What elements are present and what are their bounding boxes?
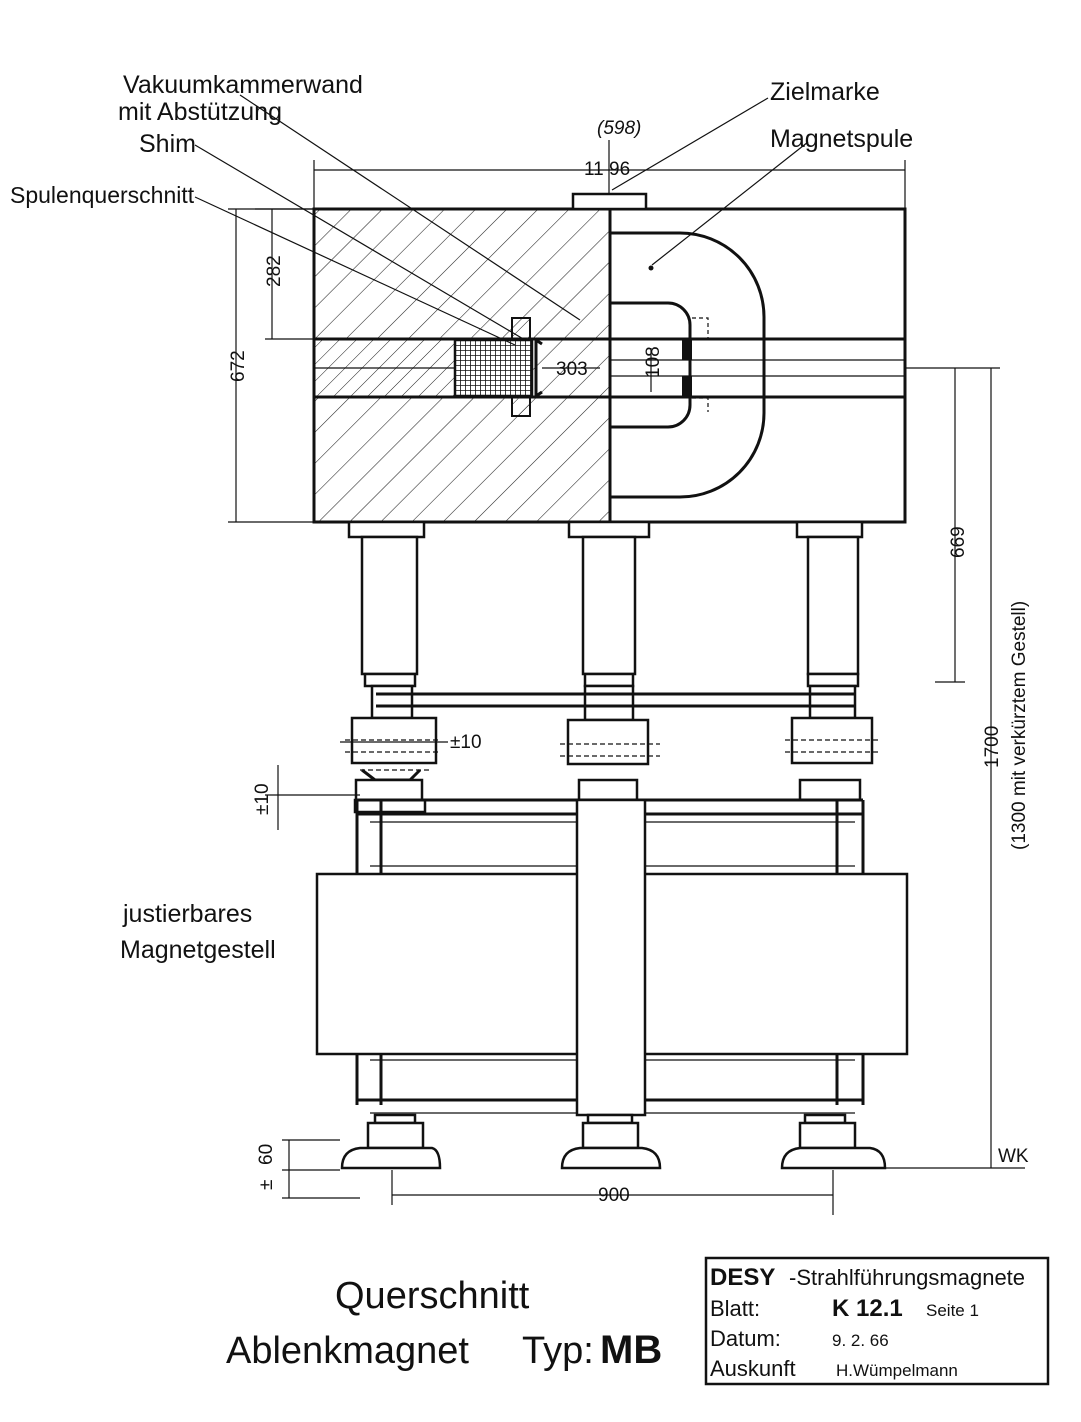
label-shim: Shim [139, 130, 196, 158]
title-block: DESY -Strahlführungsmagnete Blatt: K 12.… [704, 1256, 1050, 1386]
label-adjustable-stand-2: Magnetgestell [120, 936, 276, 964]
dim-303: 303 [556, 359, 588, 380]
title-block-info-label: Auskunft [710, 1356, 796, 1381]
support-column-center [560, 520, 660, 802]
magnet-coil [610, 231, 766, 499]
adjustable-stand [315, 798, 909, 1117]
label-target-mark: Zielmarke [770, 78, 880, 106]
foot-center [560, 1113, 662, 1170]
title-line-2: Ablenkmagnet [226, 1330, 469, 1372]
title-line-1: Querschnitt [335, 1275, 530, 1317]
dim-wk: WK [998, 1146, 1029, 1167]
title-block-sheet-label: Blatt: [710, 1296, 760, 1321]
title-type-label: Typ: [522, 1330, 594, 1372]
connecting-rod [376, 692, 856, 708]
dim-1700: 1700 [982, 726, 1003, 768]
label-coil-cross-section: Spulenquerschnitt [10, 182, 195, 208]
title-block-date-label: Datum: [710, 1326, 781, 1351]
dim-900: 900 [598, 1185, 630, 1206]
dim-60: 60 [256, 1144, 277, 1165]
dim-669: 669 [948, 526, 969, 558]
title-block-org: DESY [710, 1264, 775, 1291]
support-column-left [345, 520, 440, 814]
dim-pm10-horizontal: ±10 [450, 732, 482, 753]
dim-282: 282 [264, 255, 285, 287]
title-block-sheet-value: K 12.1 [832, 1295, 903, 1322]
dimension-lines [194, 94, 1025, 1215]
dim-108: 108 [643, 346, 664, 378]
dim-672: 672 [228, 350, 249, 382]
dim-1196: 11 96 [584, 159, 630, 180]
title-block-info-value: H.Wümpelmann [836, 1361, 958, 1380]
title-block-series: -Strahlführungsmagnete [789, 1265, 1025, 1290]
foot-left [340, 1113, 442, 1170]
dim-pm: ± [256, 1180, 277, 1190]
foot-right [780, 1113, 887, 1170]
label-vacuum-wall-2: mit Abstützung [118, 98, 282, 126]
label-vacuum-wall-1: Vakuumkammerwand [123, 71, 363, 99]
dim-pm10-vertical: ±10 [252, 783, 273, 815]
label-magnet-coil: Magnetspule [770, 125, 913, 153]
dim-598: (598) [597, 118, 641, 139]
support-column-right [785, 520, 880, 802]
dim-1300-note: (1300 mit verkürztem Gestell) [1009, 601, 1030, 850]
title-type-code: MB [600, 1328, 662, 1372]
magnet-yoke [312, 192, 907, 524]
label-adjustable-stand-1: justierbares [122, 900, 252, 928]
title-block-page: Seite 1 [926, 1301, 979, 1320]
title-block-date-value: 9. 2. 66 [832, 1331, 889, 1350]
